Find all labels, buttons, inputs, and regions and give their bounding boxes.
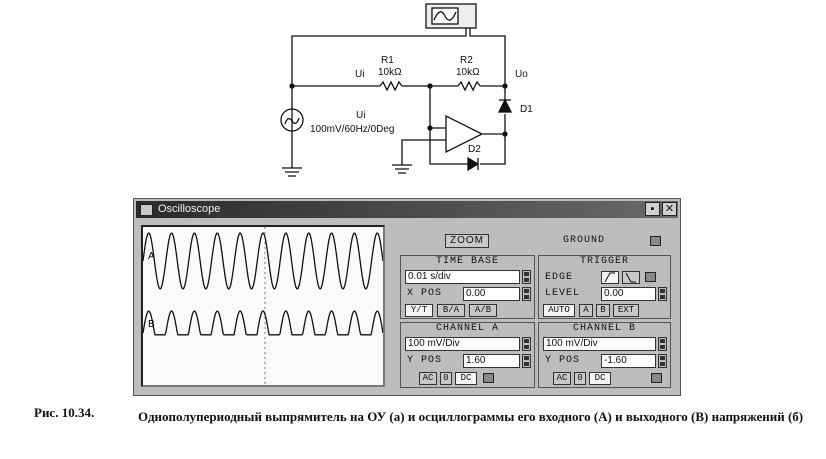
channel-a-dc-button[interactable]: DC xyxy=(455,372,477,385)
r1-name: R1 xyxy=(381,55,394,66)
voltage-source-wave xyxy=(284,117,300,125)
channel-a-scale-spinner[interactable] xyxy=(522,337,531,351)
channel-a-zero-button[interactable]: 0 xyxy=(440,372,452,385)
zoom-button[interactable]: ZOOM xyxy=(445,234,489,248)
level-label: LEVEL xyxy=(545,288,581,299)
scope-lead-a xyxy=(291,28,467,155)
source-ground xyxy=(282,155,302,177)
channel-b-scale-spinner[interactable] xyxy=(658,337,667,351)
channel-a-ypos-spinner[interactable] xyxy=(522,354,531,368)
channel-a-ac-button[interactable]: AC xyxy=(419,372,437,385)
mode-yt-button[interactable]: Y/T xyxy=(405,304,433,317)
edge-falling-button[interactable] xyxy=(622,271,640,284)
edge-rising-button[interactable] xyxy=(601,271,619,284)
trigger-group: TRIGGER EDGE LEVEL 0.00 AUTO A B EXT xyxy=(538,255,671,319)
mode-ab-button[interactable]: A/B xyxy=(469,304,497,317)
scope-screen: A B xyxy=(141,225,385,387)
minimize-icon[interactable]: ▪ xyxy=(645,202,660,216)
diode-d1[interactable] xyxy=(497,98,513,113)
scope-lead-b xyxy=(469,28,506,86)
channel-b-ypos-label: Y POS xyxy=(545,355,581,366)
diode-d2[interactable] xyxy=(467,156,480,172)
xpos-spinner[interactable] xyxy=(522,287,531,301)
opamp-ground xyxy=(392,164,412,174)
level-spinner[interactable] xyxy=(658,287,667,301)
r2-value: 10kΩ xyxy=(456,67,480,78)
circuit-schematic: R1 10kΩ R2 10kΩ Ui Uo D1 D2 Ui 100mV/60H… xyxy=(280,3,533,177)
window-menu-icon[interactable] xyxy=(140,204,153,216)
scope-traces: A B xyxy=(143,227,383,385)
junction-dot xyxy=(502,83,508,89)
opamp[interactable] xyxy=(445,114,484,154)
diode-d2-wire xyxy=(429,128,506,165)
figure-label: Рис. 10.34. xyxy=(34,405,95,420)
trigger-ext-button[interactable]: EXT xyxy=(613,304,639,317)
channel-b-ypos-spinner[interactable] xyxy=(658,354,667,368)
oscilloscope-symbol-wave xyxy=(433,11,457,21)
resistor-r1 xyxy=(379,80,403,92)
window-title: Oscilloscope xyxy=(158,203,221,215)
oscilloscope-window: Oscilloscope ▪ ✕ A B ZOOM GROUND TIME BA… xyxy=(133,198,681,396)
trace-b-label: B xyxy=(148,319,155,330)
r1-value: 10kΩ xyxy=(378,67,402,78)
channel-a-title: CHANNEL A xyxy=(435,323,499,334)
xpos-label: X POS xyxy=(407,288,443,299)
figure-caption: Однополупериодный выпрямитель на ОУ (а) … xyxy=(138,409,804,424)
voltage-source[interactable] xyxy=(280,108,304,132)
channel-a-terminal-icon[interactable] xyxy=(483,373,494,383)
trace-a-label: A xyxy=(148,251,155,262)
channel-b-group: CHANNEL B 100 mV/Div Y POS -1.60 AC 0 DC xyxy=(538,322,671,388)
r2-name: R2 xyxy=(460,55,473,66)
time-base-spinner[interactable] xyxy=(522,270,531,284)
channel-b-terminal-icon[interactable] xyxy=(651,373,662,383)
channel-b-scale-input[interactable]: 100 mV/Div xyxy=(543,337,656,351)
source-name: Ui xyxy=(356,110,365,121)
mode-ba-button[interactable]: B/A xyxy=(437,304,465,317)
trace-channel-a xyxy=(143,232,383,290)
channel-a-group: CHANNEL A 100 mV/Div Y POS 1.60 AC 0 DC xyxy=(400,322,535,388)
ground-label: GROUND xyxy=(563,235,606,246)
d1-label: D1 xyxy=(520,104,533,115)
trace-channel-b xyxy=(143,310,383,336)
channel-b-dc-button[interactable]: DC xyxy=(589,372,611,385)
level-input[interactable]: 0.00 xyxy=(601,287,656,301)
channel-a-ypos-label: Y POS xyxy=(407,355,443,366)
channel-b-zero-button[interactable]: 0 xyxy=(574,372,586,385)
channel-b-ypos-input[interactable]: -1.60 xyxy=(601,354,656,368)
resistor-r2 xyxy=(457,80,481,92)
trigger-a-button[interactable]: A xyxy=(579,304,593,317)
ground-terminal-icon[interactable] xyxy=(650,236,661,246)
channel-a-ypos-input[interactable]: 1.60 xyxy=(463,354,520,368)
channel-a-scale-input[interactable]: 100 mV/Div xyxy=(405,337,520,351)
junction-dot xyxy=(289,83,295,89)
junction-dot xyxy=(502,131,508,137)
channel-b-title: CHANNEL B xyxy=(572,323,636,334)
rising-edge-icon xyxy=(604,272,615,283)
channel-b-ac-button[interactable]: AC xyxy=(553,372,571,385)
junction-dot xyxy=(427,83,433,89)
close-icon[interactable]: ✕ xyxy=(662,202,677,216)
trigger-title: TRIGGER xyxy=(579,256,629,267)
time-base-group: TIME BASE 0.01 s/div X POS 0.00 Y/T B/A … xyxy=(400,255,535,319)
time-base-title: TIME BASE xyxy=(435,256,499,267)
xpos-input[interactable]: 0.00 xyxy=(463,287,520,301)
time-base-input[interactable]: 0.01 s/div xyxy=(405,270,520,284)
node-in-label: Ui xyxy=(355,69,364,80)
window-titlebar[interactable]: Oscilloscope ▪ ✕ xyxy=(136,201,678,218)
trigger-auto-button[interactable]: AUTO xyxy=(543,304,575,317)
trigger-b-button[interactable]: B xyxy=(596,304,610,317)
trigger-edge-indicator-icon xyxy=(645,272,656,282)
junction-dot xyxy=(427,125,433,131)
node-out-label: Uo xyxy=(515,69,528,80)
d2-label: D2 xyxy=(468,144,481,155)
source-params: 100mV/60Hz/0Deg xyxy=(310,124,395,135)
inverting-input-wire xyxy=(429,86,446,129)
edge-label: EDGE xyxy=(545,272,574,283)
noninverting-input-wire xyxy=(401,139,446,165)
falling-edge-icon xyxy=(625,272,636,283)
